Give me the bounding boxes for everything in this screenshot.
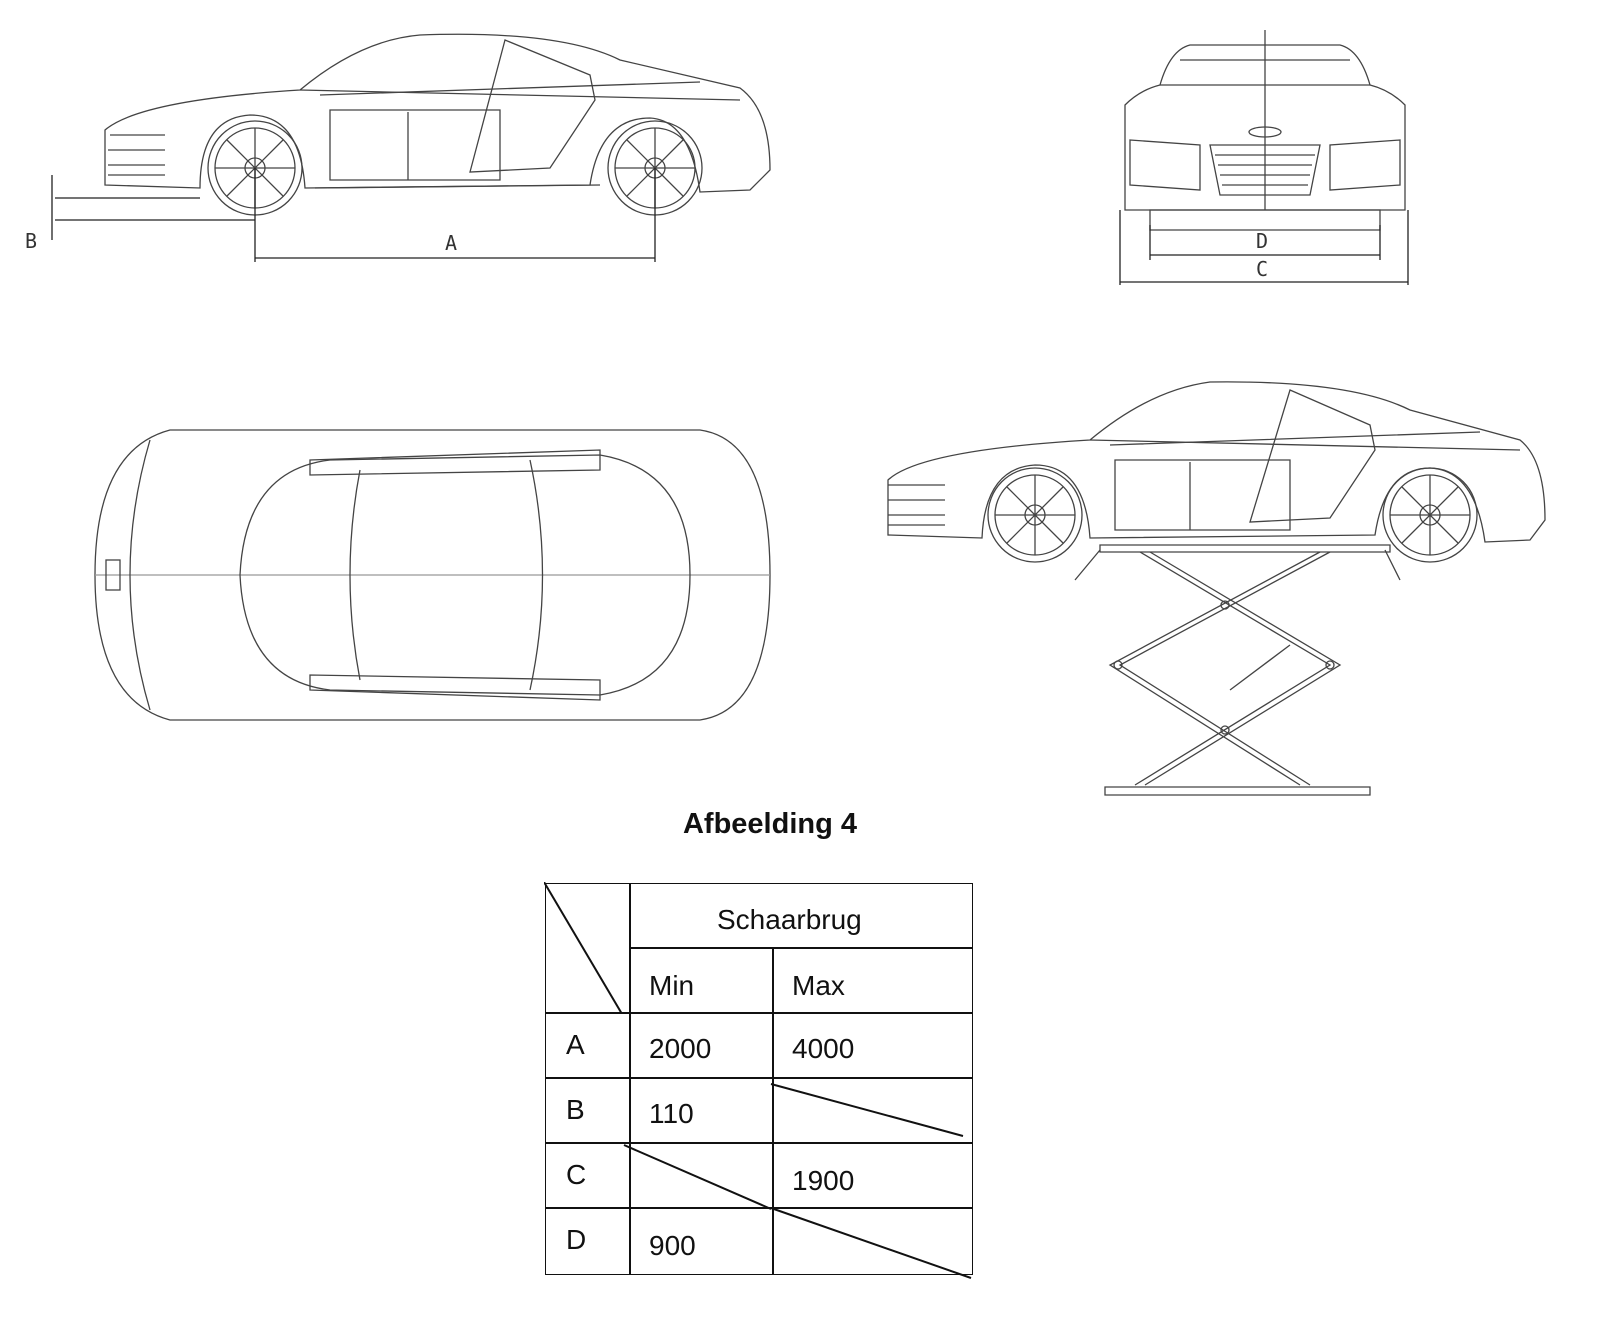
car-front-view — [1124, 30, 1406, 231]
dimension-label-b: B — [25, 229, 37, 253]
cell-a-min: 2000 — [629, 1012, 774, 1079]
col-header-min: Min — [629, 947, 774, 1014]
car-side-view — [104, 33, 771, 216]
row-label-text: A — [566, 1029, 585, 1060]
row-label-a: A — [545, 1012, 631, 1079]
cell-b-min: 110 — [629, 1077, 774, 1144]
cell-a-max: 4000 — [772, 1012, 973, 1079]
technical-drawing: B A D C — [25, 30, 1546, 796]
cell-d-min: 900 — [629, 1207, 774, 1275]
dimension-lines-side — [51, 168, 656, 262]
group-header: Schaarbrug — [629, 883, 973, 949]
cell-b-max — [770, 1077, 973, 1144]
diagonal-line — [623, 1144, 772, 1210]
cell-value: 4000 — [792, 1033, 855, 1064]
col-header-max: Max — [772, 947, 973, 1014]
row-label-c: C — [545, 1142, 631, 1209]
cell-value: 900 — [649, 1230, 696, 1261]
row-label-text: B — [566, 1094, 585, 1125]
cell-value: 2000 — [649, 1033, 712, 1064]
cell-d-max — [770, 1207, 973, 1279]
diagonal-line — [544, 882, 623, 1013]
row-label-text: D — [566, 1224, 587, 1255]
cell-c-min — [623, 1142, 774, 1210]
row-label-d: D — [545, 1207, 631, 1275]
group-header-text: Schaarbrug — [717, 904, 862, 935]
dimension-label-d: D — [1256, 229, 1268, 253]
car-on-scissor-lift — [887, 381, 1546, 796]
col-header-text: Min — [649, 970, 695, 1001]
dimension-label-a: A — [445, 231, 457, 255]
col-header-text: Max — [792, 970, 845, 1001]
cell-c-max: 1900 — [772, 1142, 973, 1209]
corner-cell — [544, 882, 631, 1014]
car-top-view — [94, 429, 771, 721]
figure-caption: Afbeelding 4 — [682, 808, 857, 840]
diagonal-line — [770, 1207, 972, 1279]
row-label-b: B — [545, 1077, 631, 1144]
cell-value: 1900 — [792, 1165, 855, 1196]
dimension-label-c: C — [1256, 257, 1268, 281]
diagonal-line — [770, 1083, 964, 1137]
cell-value: 110 — [649, 1098, 694, 1129]
row-label-text: C — [566, 1159, 587, 1190]
dimension-lines-front — [1119, 210, 1409, 285]
